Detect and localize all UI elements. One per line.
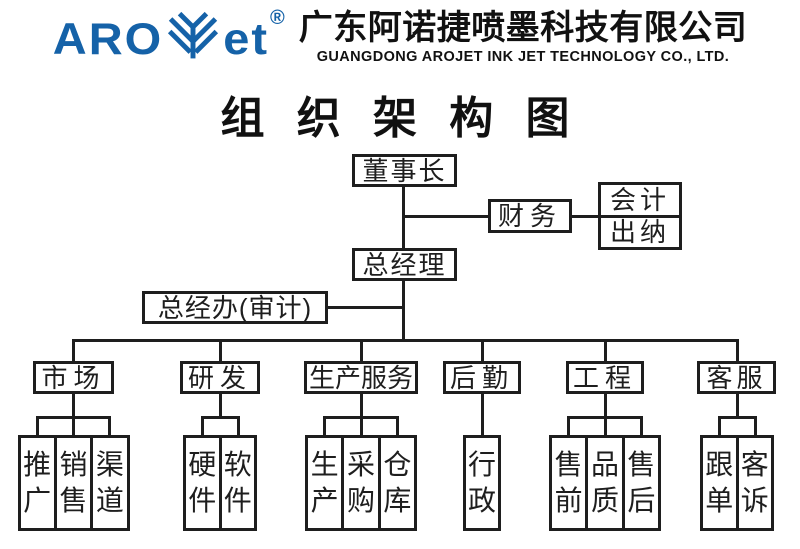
child-label: 推广 <box>23 448 52 516</box>
connector-line <box>753 417 757 437</box>
child-box-software: 软件 <box>218 438 255 528</box>
bracket-line <box>200 416 240 419</box>
child-box-admin: 行政 <box>466 438 498 528</box>
connector-line <box>717 417 721 437</box>
company-name-cn: 广东阿诺捷喷墨科技有限公司 <box>298 9 748 48</box>
leaf-icon <box>167 10 219 66</box>
production-children-group: 生产 采购 仓库 <box>305 435 417 531</box>
logo-text-aro: ARO <box>52 12 164 64</box>
child-box-production: 生产 <box>308 438 341 528</box>
connector-line <box>72 417 75 437</box>
rnd-children-group: 硬件 软件 <box>183 435 257 531</box>
connector-line <box>640 417 643 437</box>
child-label: 采购 <box>346 448 375 516</box>
connector-line <box>236 417 240 437</box>
dept-box-engineering: 工程 <box>566 361 644 394</box>
accounting-box: 会计 <box>609 184 670 215</box>
connector-line <box>359 339 363 364</box>
child-box-warehouse: 仓库 <box>377 438 414 528</box>
general-manager-box: 总经理 <box>352 248 457 281</box>
connector-line <box>35 417 39 437</box>
connector-line <box>218 339 222 364</box>
connector-line <box>359 417 363 437</box>
connector-line <box>200 417 204 437</box>
child-label: 硬件 <box>188 448 217 516</box>
child-label: 销售 <box>59 448 88 516</box>
connector-line <box>72 339 75 364</box>
connector-line <box>72 392 75 419</box>
customer-service-children-group: 跟单 客诉 <box>700 435 774 531</box>
connector-line <box>735 392 739 419</box>
child-box-promotion: 推广 <box>21 438 54 528</box>
dept-box-market: 市场 <box>33 361 114 394</box>
child-box-aftersales: 售后 <box>621 438 658 528</box>
child-label: 软件 <box>223 448 252 516</box>
company-name-en: GUANGDONG AROJET INK JET TECHNOLOGY CO.,… <box>316 48 730 65</box>
logo-text-et: et <box>223 12 269 64</box>
connector-line <box>480 392 484 437</box>
child-label: 跟单 <box>705 448 734 516</box>
logo: ARO et ® <box>52 7 285 66</box>
connector-gm-office <box>327 305 404 309</box>
company-names: 广东阿诺捷喷墨科技有限公司 GUANGDONG AROJET INK JET T… <box>298 9 748 65</box>
page-title: 组 织 架 构 图 <box>220 94 580 143</box>
cashier-box: 出纳 <box>601 214 679 248</box>
connector-line <box>396 417 399 437</box>
child-label: 行政 <box>467 448 496 516</box>
connector-line <box>107 417 111 437</box>
market-children-group: 推广 销售 渠道 <box>17 435 130 531</box>
org-chart: 董事长 财务 会计 出纳 总经理 总经办(审计) 市场 研发 生产服务 后勤 工… <box>0 145 800 549</box>
distribution-line <box>72 338 739 342</box>
child-box-purchasing: 采购 <box>341 438 377 528</box>
child-box-hardware: 硬件 <box>186 438 219 528</box>
connector-line <box>218 392 222 419</box>
child-label: 售前 <box>554 448 583 516</box>
connector-line <box>735 339 739 364</box>
child-label: 售后 <box>627 448 656 516</box>
connector-line <box>323 417 326 437</box>
gm-office-box: 总经办(审计) <box>142 291 328 324</box>
engineering-children-group: 售前 品质 售后 <box>549 435 661 531</box>
finance-box: 财务 <box>488 199 572 233</box>
child-label: 生产 <box>310 448 339 516</box>
child-box-quality: 品质 <box>585 438 621 528</box>
connector-finance-sub <box>569 214 599 218</box>
dept-box-customer-service: 客服 <box>697 361 776 394</box>
connector-line <box>567 417 570 437</box>
child-label: 渠道 <box>95 448 124 516</box>
child-box-complaints: 客诉 <box>735 438 772 528</box>
dept-box-production-service: 生产服务 <box>304 361 418 394</box>
child-box-presales: 售前 <box>552 438 585 528</box>
connector-line <box>603 339 607 364</box>
connector-finance <box>403 214 489 218</box>
child-label: 品质 <box>590 448 619 516</box>
child-box-sales: 销售 <box>53 438 90 528</box>
connector-line <box>359 392 363 419</box>
connector-line <box>480 339 484 364</box>
dept-box-logistics: 后勤 <box>443 361 521 394</box>
child-box-order-follow: 跟单 <box>703 438 736 528</box>
header: ARO et ® 广东阿诺捷喷墨科技有限公司 <box>0 7 800 66</box>
connector-line <box>603 417 607 437</box>
child-box-channel: 渠道 <box>90 438 126 528</box>
registered-mark: ® <box>270 7 285 29</box>
dept-box-rnd: 研发 <box>180 361 260 394</box>
bracket-line <box>717 416 757 419</box>
chairman-box: 董事长 <box>352 154 457 187</box>
logistics-children-group: 行政 <box>463 435 501 531</box>
connector-line <box>603 392 607 419</box>
child-label: 客诉 <box>740 448 769 516</box>
child-label: 仓库 <box>383 448 412 516</box>
finance-sub-stack: 会计 出纳 <box>598 182 682 250</box>
